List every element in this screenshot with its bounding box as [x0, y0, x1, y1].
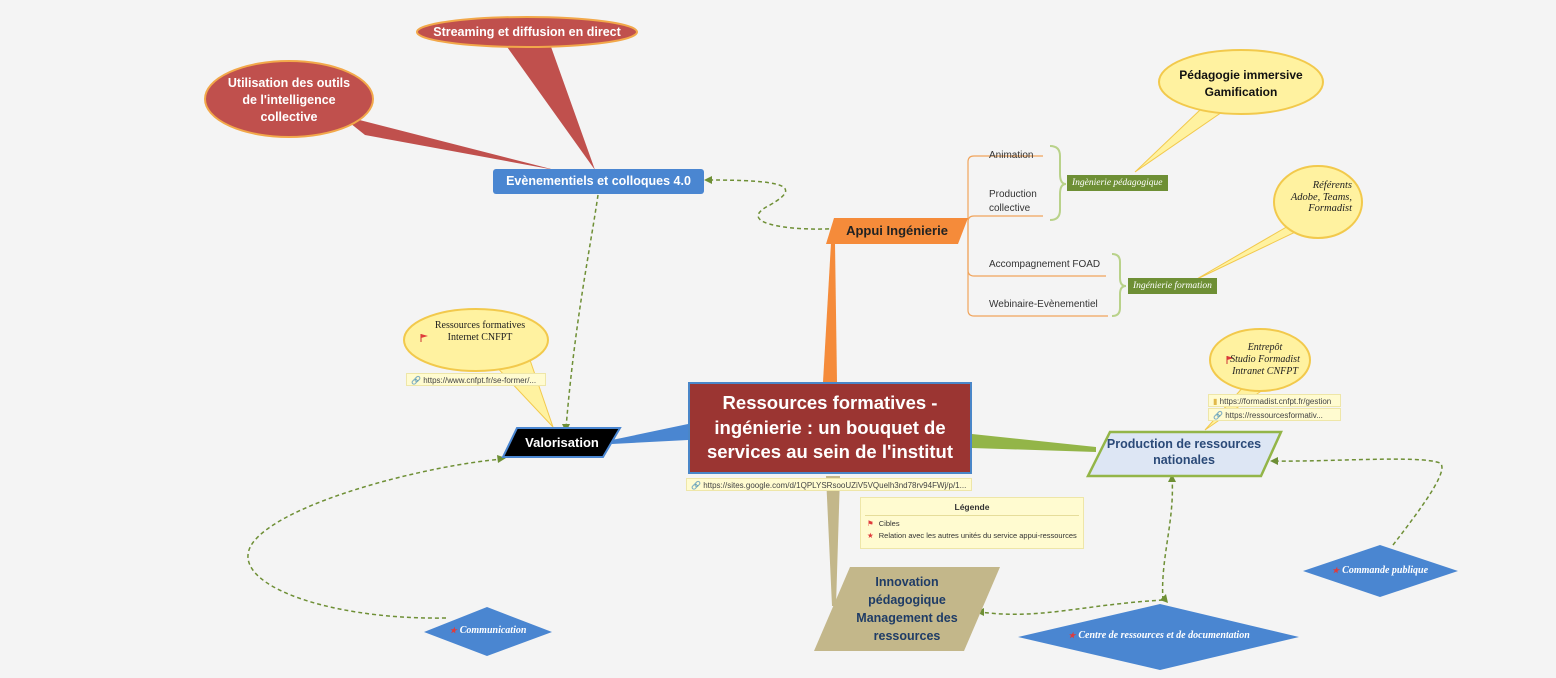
subtopic-animation[interactable]: Animation	[989, 150, 1034, 161]
relation-centre[interactable]: ★Centre de ressources et de documentatio…	[1068, 630, 1250, 641]
evenementiels-node[interactable]: Evènementiels et colloques 4.0	[506, 174, 691, 188]
star-icon: ★	[1068, 631, 1076, 640]
callout-referents-shape	[1194, 165, 1363, 281]
production-note-line-3: Intranet CNFPT	[1232, 366, 1298, 377]
innovation-node-shape	[814, 567, 1000, 651]
group-ingenierie-formation[interactable]: Ingénierie formation	[1128, 278, 1217, 294]
star-icon: ★	[1331, 566, 1340, 575]
production-note-line-2: Studio Formadist	[1230, 354, 1300, 365]
legend-item-relation: ★ Relation avec les autres unités du ser…	[867, 531, 1077, 540]
callout-production-note[interactable]: Entrepôt Studio Formadist Intranet CNFPT	[1222, 342, 1308, 378]
callout-pedagogie[interactable]: Pédagogie immersive Gamification	[1179, 68, 1303, 99]
subtopic-accompagnement[interactable]: Accompagnement FOAD	[989, 259, 1101, 270]
legend-title: Légende	[865, 498, 1079, 516]
callout-intelligence-shape	[204, 60, 555, 170]
production-link-2[interactable]: 🔗 https://ressourcesformativ...	[1208, 408, 1341, 421]
connector-valorisation	[612, 424, 688, 444]
valorisation-link[interactable]: 🔗 https://www.cnfpt.fr/se-former/...	[406, 373, 546, 386]
connector-appui	[823, 243, 837, 382]
subtopic-webinaire[interactable]: Webinaire-Evènementiel	[989, 299, 1098, 310]
centre-diamond	[1018, 604, 1299, 670]
flag-icon: ⚑	[867, 519, 874, 528]
innovation-node[interactable]: Innovation pédagogique Management des re…	[856, 575, 958, 644]
star-icon: ★	[867, 531, 874, 540]
relation-communication[interactable]: ★Communication	[449, 625, 527, 636]
link-icon: 🔗	[411, 376, 421, 385]
connector-innovation	[826, 476, 840, 606]
group-ingenierie-pedagogique[interactable]: Ingènierie pédagogique	[1067, 175, 1168, 191]
callout-pedagogie-shape	[1134, 49, 1324, 173]
callout-referents[interactable]: Référents Adobe, Teams, Formadist	[1290, 180, 1352, 215]
production-node[interactable]: Production de ressources nationales	[1106, 437, 1262, 467]
relation-commande[interactable]: ★Commande publique	[1331, 565, 1429, 576]
appui-node[interactable]: Appui Ingénierie	[846, 223, 948, 238]
evenementiels-node-shape	[493, 169, 704, 194]
callout-streaming-shape	[416, 16, 638, 170]
callout-intelligence[interactable]: Utilisation des outils de l'intelligence…	[227, 76, 351, 124]
callout-streaming[interactable]: Streaming et diffusion en direct	[433, 25, 621, 39]
legend: Légende ⚑ Cibles ★ Relation avec les aut…	[860, 497, 1084, 549]
valorisation-node-shape	[501, 427, 622, 458]
communication-diamond	[424, 607, 552, 656]
star-icon: ★	[449, 626, 457, 635]
subtopic-production-collective[interactable]: Production collective	[989, 189, 1037, 214]
appui-subtree	[967, 155, 1108, 317]
connector-production	[972, 434, 1096, 452]
legend-item-cibles: ⚑ Cibles	[867, 519, 900, 528]
link-icon: 🔗	[691, 481, 701, 490]
production-link-1[interactable]: ▮ https://formadist.cnfpt.fr/gestion	[1208, 394, 1341, 407]
appui-node-shape	[826, 218, 968, 244]
group-brackets	[1049, 145, 1127, 317]
flag-icons	[420, 334, 1234, 364]
commande-diamond	[1303, 545, 1458, 597]
production-note-line-1: Entrepôt	[1247, 342, 1283, 353]
callout-valorisation-note[interactable]: Ressources formatives Internet CNFPT	[434, 320, 526, 343]
central-topic[interactable]: Ressources formatives - ingénierie : un …	[688, 382, 972, 474]
valorisation-node[interactable]: Valorisation	[525, 435, 599, 450]
file-icon: ▮	[1213, 397, 1218, 406]
central-link[interactable]: 🔗 https://sites.google.com/d/1QPLYSRsooU…	[686, 478, 972, 491]
relation-curves	[247, 179, 1443, 619]
link-icon: 🔗	[1213, 411, 1223, 420]
production-node-shape	[1085, 430, 1283, 478]
arrowheads	[497, 176, 1278, 616]
